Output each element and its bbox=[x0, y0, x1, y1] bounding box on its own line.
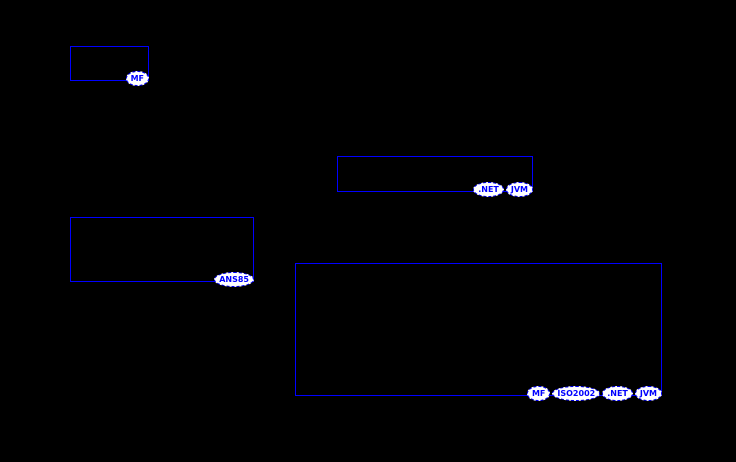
dialect-tag-mf: MF bbox=[526, 386, 551, 401]
dialect-tag-ans85: ANS85 bbox=[214, 272, 254, 287]
syntax-box-2: .NET JVM bbox=[337, 156, 533, 197]
dialect-tag-dotnet: .NET bbox=[473, 182, 504, 197]
syntax-box-1: MF bbox=[70, 46, 149, 86]
dialect-tag-iso2002: ISO2002 bbox=[552, 386, 601, 401]
dialect-tag-dotnet: .NET bbox=[602, 386, 633, 401]
dialect-tag-mf: MF bbox=[125, 71, 149, 86]
dialect-tag-jvm: JVM bbox=[505, 182, 533, 197]
dialect-tag-group: MF ISO2002 .NET JVM bbox=[526, 386, 662, 401]
dialect-tag-group: .NET JVM bbox=[473, 182, 533, 197]
dialect-tag-group: MF bbox=[125, 71, 149, 86]
syntax-box-3: ANS85 bbox=[70, 217, 254, 287]
syntax-box-4: MF ISO2002 .NET JVM bbox=[295, 263, 662, 401]
dialect-tag-jvm: JVM bbox=[634, 386, 662, 401]
dialect-tag-group: ANS85 bbox=[214, 272, 254, 287]
